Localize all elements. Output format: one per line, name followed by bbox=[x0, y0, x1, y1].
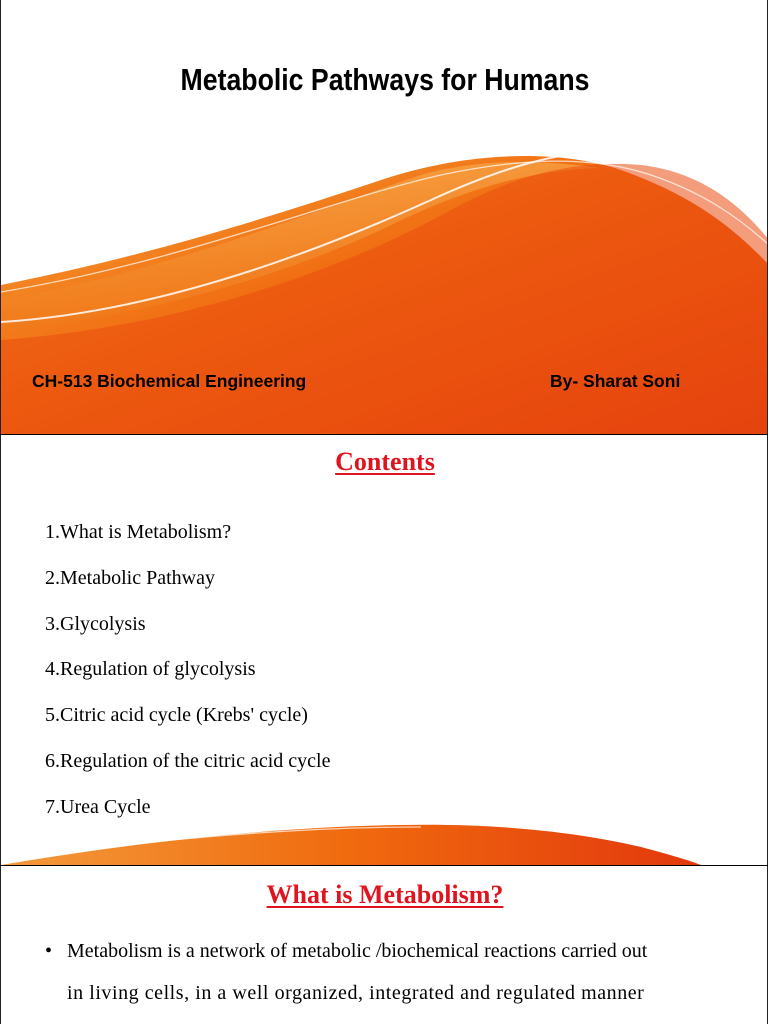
author-label: By- Sharat Soni bbox=[550, 371, 681, 391]
title-slide: Metabolic Pathways for Humans CH-513 Bio… bbox=[0, 0, 768, 434]
slide-title: Metabolic Pathways for Humans bbox=[180, 62, 590, 97]
list-item: 6.Regulation of the citric acid cycle bbox=[45, 749, 331, 772]
list-item: 2.Metabolic Pathway bbox=[45, 566, 215, 589]
body-text-line: in living cells, in a well organized, in… bbox=[67, 982, 645, 1004]
list-item: 1.What is Metabolism? bbox=[45, 521, 232, 543]
body-text-line: Metabolism is a network of metabolic /bi… bbox=[67, 940, 648, 962]
list-item: 3.Glycolysis bbox=[45, 612, 146, 635]
contents-list: 1.What is Metabolism? 2.Metabolic Pathwa… bbox=[45, 519, 330, 840]
metabolism-slide: What is Metabolism? • Metabolism is a ne… bbox=[0, 866, 768, 1024]
list-item: 7.Urea Cycle bbox=[45, 795, 151, 818]
slide-divider bbox=[0, 865, 768, 866]
course-label: CH-513 Biochemical Engineering bbox=[32, 371, 307, 391]
slide-divider bbox=[0, 434, 768, 435]
bullet-icon: • bbox=[45, 940, 53, 962]
orange-wave-footer bbox=[1, 824, 701, 865]
list-item: 5.Citric acid cycle (Krebs' cycle) bbox=[45, 704, 308, 727]
contents-slide: Contents 1.What is Metabolism? 2.Metabol… bbox=[0, 435, 768, 865]
orange-wave-graphic bbox=[1, 150, 767, 434]
contents-heading: Contents bbox=[335, 447, 435, 476]
metabolism-heading: What is Metabolism? bbox=[266, 880, 504, 909]
list-item: 4.Regulation of glycolysis bbox=[45, 658, 256, 681]
